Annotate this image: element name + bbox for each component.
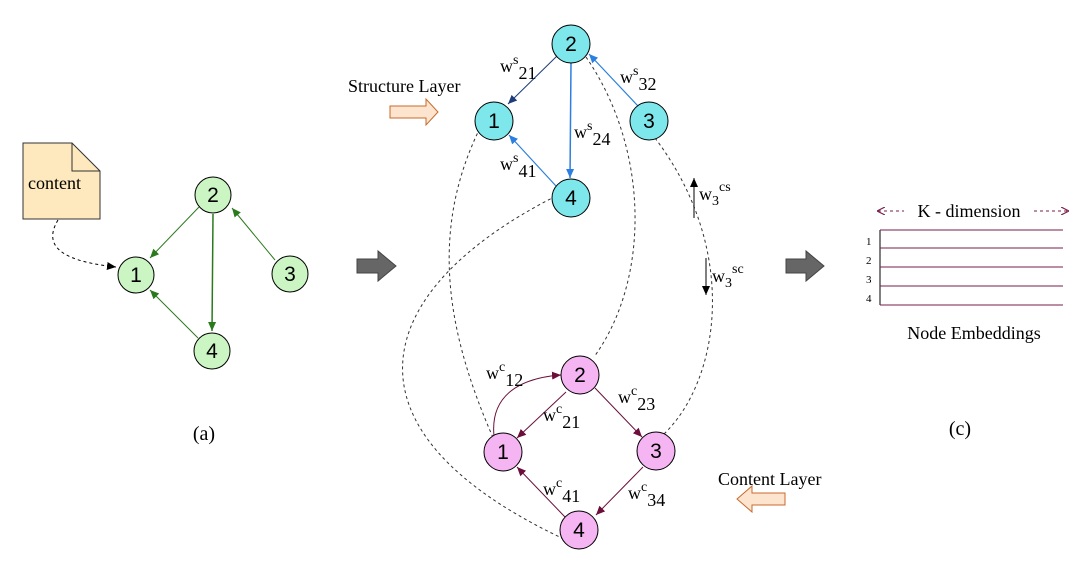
s-edge-2-1	[507, 54, 559, 105]
cross-link-3	[654, 137, 713, 435]
weight-c-23: wc23	[618, 384, 655, 414]
panel-c: K - dimension 1 2 3 4 Node Embeddings (c…	[866, 201, 1068, 440]
svg-text:1: 1	[488, 110, 500, 133]
svg-text:3: 3	[643, 110, 655, 133]
caption-c: (c)	[949, 418, 971, 440]
a-node-1: 1	[117, 256, 155, 294]
c-edge-2-1	[516, 391, 567, 439]
a-node-4: 4	[193, 332, 231, 370]
weight-c-21: wc21	[543, 402, 580, 432]
panel-a: content 1 2 3 4 (a)	[22, 142, 309, 445]
s-node-1: 1	[474, 101, 514, 141]
weight-s-21: ws21	[500, 53, 536, 83]
svg-text:4: 4	[206, 340, 218, 363]
embedding-row-2: 2	[866, 255, 872, 267]
embedding-matrix: 1 2 3 4	[866, 229, 1063, 306]
embedding-row-4: 4	[866, 293, 872, 305]
c-edge-4-1	[516, 466, 566, 518]
content-layer-arrow-icon	[736, 484, 786, 514]
k-dimension-label: K - dimension	[918, 201, 1021, 221]
a-edge-4-1	[149, 289, 199, 339]
s-node-3: 3	[629, 101, 669, 141]
cross-link-1	[448, 127, 496, 443]
s-node-4: 4	[551, 178, 591, 218]
svg-text:2: 2	[207, 184, 219, 207]
a-node-3: 3	[271, 255, 309, 293]
content-layer-label: Content Layer	[718, 469, 821, 489]
c-edge-1-2	[493, 371, 562, 437]
svg-text:2: 2	[565, 33, 577, 56]
weight-c-34: wc34	[628, 480, 665, 510]
structure-layer-arrow-icon	[389, 97, 439, 127]
embedding-row-1: 1	[866, 236, 872, 248]
a-node-2: 2	[194, 176, 232, 214]
s-node-2: 2	[551, 24, 591, 64]
embedding-row-3: 3	[866, 274, 872, 286]
content-document-icon: content	[22, 142, 101, 220]
s-edge-3-2	[588, 53, 639, 107]
a-edge-3-2	[231, 207, 276, 261]
node-embeddings-title: Node Embeddings	[907, 323, 1040, 343]
weight-w3-cs: w3cs	[699, 180, 731, 209]
c-edge-3-4	[595, 466, 644, 516]
c-edge-2-3	[594, 387, 643, 438]
s-edge-2-4	[566, 62, 575, 179]
a-edge-2-4	[208, 213, 217, 332]
weight-s-41: ws41	[500, 151, 536, 181]
cross-link-2	[585, 56, 636, 358]
flow-arrow-right	[785, 249, 825, 283]
caption-a: (a)	[193, 423, 215, 445]
c-node-4: 4	[559, 510, 599, 550]
svg-text:1: 1	[497, 441, 509, 464]
weight-s-32: ws32	[620, 64, 656, 94]
c-node-1: 1	[483, 432, 523, 472]
structure-layer-label: Structure Layer	[348, 76, 460, 96]
a-edge-2-1	[149, 206, 200, 259]
svg-text:4: 4	[573, 519, 585, 542]
doc-to-node-edge	[52, 219, 117, 271]
svg-text:2: 2	[574, 364, 586, 387]
svg-text:3: 3	[650, 440, 662, 463]
flow-arrow-left	[356, 249, 397, 283]
cross-link-4	[402, 195, 567, 541]
svg-text:3: 3	[284, 263, 296, 286]
weight-c-41: wc41	[543, 476, 580, 506]
panel-b: Structure Layer Content Layer 1 2 3	[348, 24, 821, 550]
svg-text:4: 4	[565, 187, 577, 210]
content-doc-label: content	[28, 173, 81, 193]
c-node-3: 3	[636, 431, 676, 471]
weight-w3-sc: w3sc	[712, 262, 744, 291]
svg-text:1: 1	[130, 264, 142, 287]
s-edge-4-1	[508, 134, 557, 187]
c-node-2: 2	[560, 355, 600, 395]
weight-s-24: ws24	[574, 119, 610, 149]
weight-c-12: wc12	[486, 360, 523, 390]
